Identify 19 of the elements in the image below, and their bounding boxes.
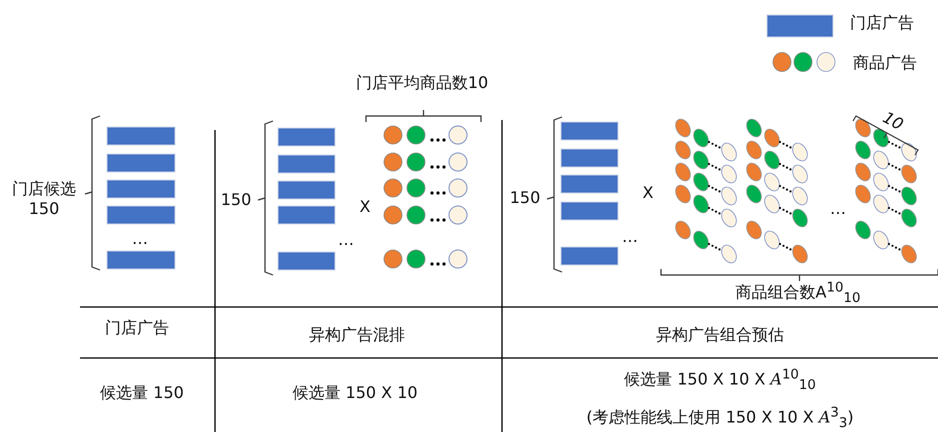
table-cell: 候选量 150 X 10	[292, 384, 418, 402]
row-count-label: 150	[220, 191, 252, 209]
legend-label: 门店广告	[850, 14, 914, 32]
table-cell: 门店广告	[105, 319, 169, 337]
dimension-label: 10	[880, 108, 906, 134]
legend-label: 商品广告	[853, 54, 917, 72]
row-count-label: 150	[510, 189, 540, 207]
multiply-sign: X	[642, 184, 654, 202]
table-cell: (考虑性能线上使用 150 X 10 X A$^{3}$$_{3}$)	[586, 406, 854, 432]
ellipsis: …	[132, 230, 148, 248]
row-count-label: 门店候选 150	[11, 179, 77, 219]
table-cell: 候选量 150	[100, 384, 184, 402]
ellipsis: …	[830, 200, 846, 218]
brace-label: 门店平均商品数10	[356, 74, 488, 92]
table-cell: 异构广告组合预估	[656, 326, 784, 344]
ellipsis: …	[622, 228, 638, 246]
table-cell: 异构广告混排	[309, 326, 405, 344]
ellipsis: …	[338, 231, 354, 249]
multiply-sign: X	[360, 198, 370, 216]
